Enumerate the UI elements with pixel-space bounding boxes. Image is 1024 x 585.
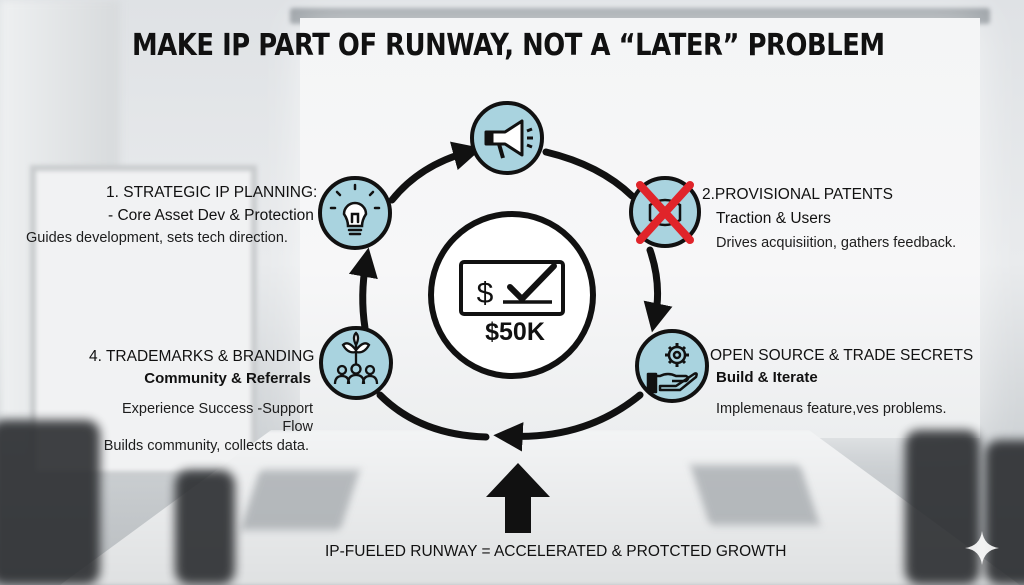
node-megaphone [470, 101, 544, 175]
step-title: OPEN SOURCE & TRADE SECRETS [710, 347, 974, 364]
step-description: Experience Success -Support Flow [121, 401, 313, 436]
arrow-bottom-to-people [376, 391, 490, 441]
step-description: Drives acquisiition, gathers feedback. [716, 234, 957, 251]
step-title: 2.PROVISIONAL PATENTS [702, 186, 893, 203]
step-subtitle: - Core Asset Dev & Protection [108, 207, 314, 225]
step-open-source-trade-secrets: OPEN SOURCE & TRADE SECRETS Build & Iter… [710, 346, 1010, 418]
gear-hand-icon [646, 343, 698, 394]
step-subtitle: Build & Iterate [716, 369, 818, 387]
lightbulb-icon [329, 183, 381, 236]
step-provisional-patents: 2.PROVISIONAL PATENTS Traction & Users D… [702, 185, 1002, 252]
arrow-megaphone-to-patents [542, 148, 636, 200]
plant-people-icon [333, 331, 379, 385]
node-lightbulb [318, 176, 392, 250]
cycle-arrows [348, 141, 673, 452]
chair-right [905, 430, 980, 585]
center-funding: $ [428, 211, 596, 379]
crossed-out-icon [636, 181, 694, 244]
up-arrow-icon [486, 463, 550, 533]
step-title: 4. TRADEMARKS & BRANDING [89, 348, 315, 365]
currency-glyph: $ [477, 277, 494, 310]
arrow-lightbulb-to-megaphone [388, 141, 483, 204]
chair-left-2 [175, 470, 235, 585]
step-description: Guides development, sets tech direction. [26, 229, 288, 246]
step-subtitle: Community & Referrals [144, 370, 311, 388]
megaphone-icon [484, 119, 533, 159]
step-title: 1. STRATEGIC IP PLANNING: [106, 184, 318, 201]
step-strategic-ip-planning: 1. STRATEGIC IP PLANNING: - Core Asset D… [26, 183, 326, 247]
check-card-icon: $ [459, 260, 565, 316]
step-description: Implemenaus feature,ves problems. [716, 401, 947, 418]
step-trademarks-branding: 4. TRADEMARKS & BRANDING Community & Ref… [89, 347, 329, 456]
step-description-2: Builds community, collects data. [103, 438, 309, 455]
step-subtitle: Traction & Users [716, 210, 831, 228]
chair-left [0, 420, 100, 585]
page-title: MAKE IP PART OF RUNWAY, NOT A “LATER” PR… [132, 28, 885, 63]
chair-right-2 [985, 440, 1024, 585]
bottom-tagline: IP-FUELED RUNWAY = ACCELERATED & PROTCTE… [325, 543, 787, 560]
arrow-patents-to-opensource [643, 246, 673, 333]
funding-amount: $50K [485, 318, 545, 346]
arrow-people-to-lightbulb [348, 247, 378, 332]
node-trademarks [319, 326, 393, 400]
sparkle-icon [965, 531, 999, 565]
node-open-source [635, 329, 709, 403]
arrow-opensource-to-bottom [493, 391, 644, 452]
node-provisional-patents [629, 176, 701, 248]
